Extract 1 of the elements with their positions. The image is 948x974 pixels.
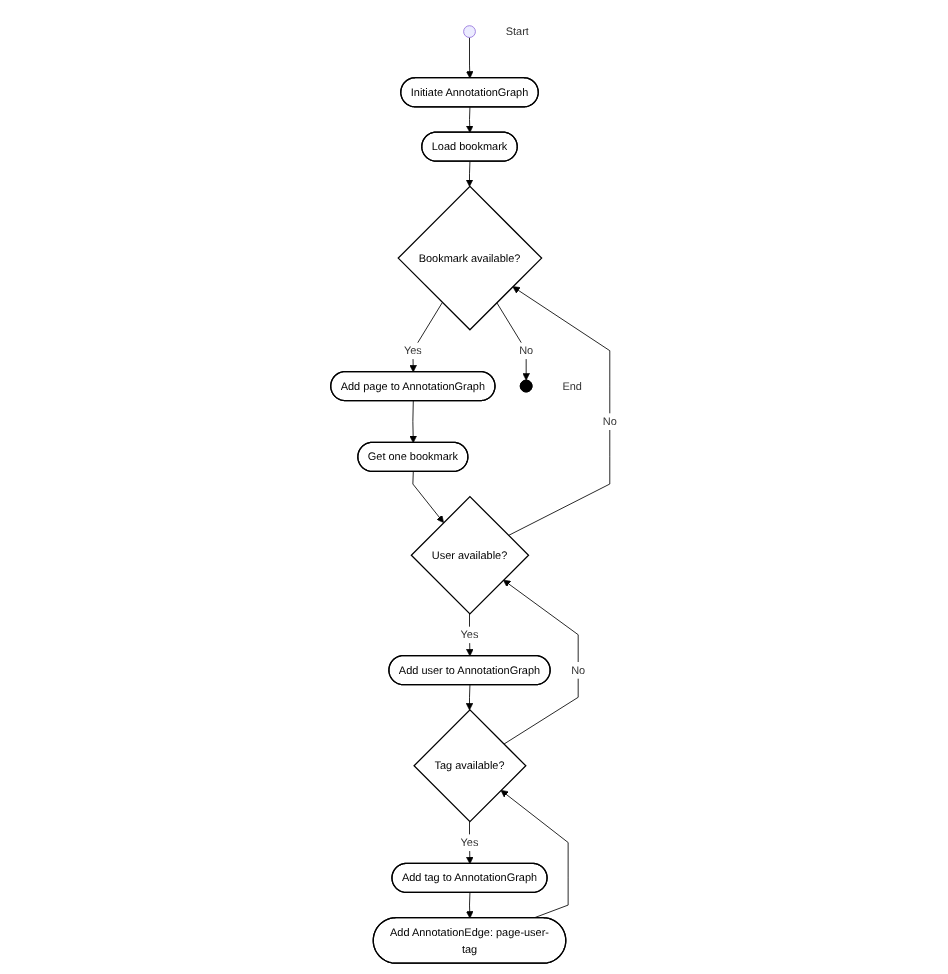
node-circle (463, 25, 477, 38)
